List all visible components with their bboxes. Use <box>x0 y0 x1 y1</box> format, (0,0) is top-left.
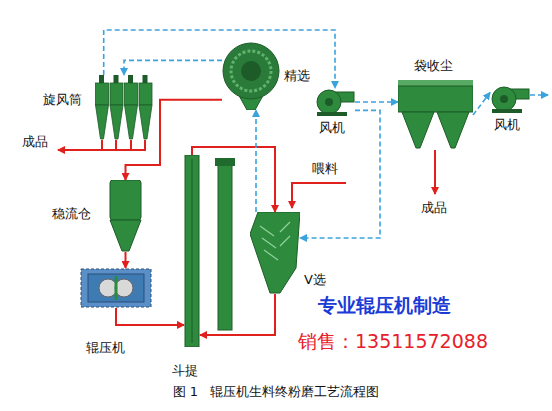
fan: 风机 <box>315 88 355 116</box>
material-flow-line <box>116 308 184 325</box>
elevator-head <box>215 158 235 166</box>
node-label: V选 <box>304 272 326 288</box>
surge-bin-shape <box>108 180 143 252</box>
product-label: 成品 <box>421 200 447 216</box>
air-flow-line <box>124 60 222 75</box>
fan: 风机 <box>490 85 530 113</box>
feed-label: 喂料 <box>312 161 338 177</box>
advert-text: 专业辊压机制造 <box>318 294 451 317</box>
phone-text: 销售：13511572088 <box>298 330 488 353</box>
v-separator-shape <box>250 212 300 294</box>
node-label: 风机 <box>494 117 520 133</box>
elevator-bar <box>218 160 232 330</box>
surge-bin: 稳流仓 <box>108 180 143 252</box>
cyclone: 旋风筒 <box>95 75 153 140</box>
air-flow-line <box>355 101 398 103</box>
air-flow-line <box>255 110 257 212</box>
air-flow-line <box>104 30 335 88</box>
bag-filter-shape <box>398 80 473 150</box>
material-flow-line <box>200 294 275 335</box>
fan-shape <box>490 85 530 113</box>
node-label: 精选 <box>284 68 310 84</box>
v-separator: V选 <box>250 212 300 294</box>
roller-press: 辊压机 <box>80 268 152 308</box>
classifier: 精选 <box>222 42 280 110</box>
node-label: 风机 <box>319 120 345 136</box>
node-label: 旋风筒 <box>43 92 82 108</box>
bag-filter: 袋收尘 <box>398 80 473 150</box>
air-flow-line <box>473 93 490 115</box>
node-label: 辊压机 <box>86 340 125 356</box>
node-label: 斗提 <box>172 363 198 379</box>
bucket-elevator-shape <box>184 155 200 347</box>
classifier-shape <box>222 42 280 110</box>
roller-press-shape <box>80 268 152 308</box>
node-label: 袋收尘 <box>414 58 453 74</box>
product-label: 成品 <box>22 134 48 150</box>
material-flow-line <box>126 100 223 180</box>
bucket-elevator: 斗提 <box>184 155 200 347</box>
material-flow-line <box>192 147 275 212</box>
fan-shape <box>315 88 355 116</box>
exhaust-line <box>530 94 548 96</box>
node-label: 稳流仓 <box>52 206 91 222</box>
cyclone-shape <box>95 75 153 140</box>
material-flow-line <box>125 252 127 268</box>
air-flow-line <box>300 110 380 238</box>
figure-caption: 图 1 辊压机生料终粉磨工艺流程图 <box>0 384 552 400</box>
